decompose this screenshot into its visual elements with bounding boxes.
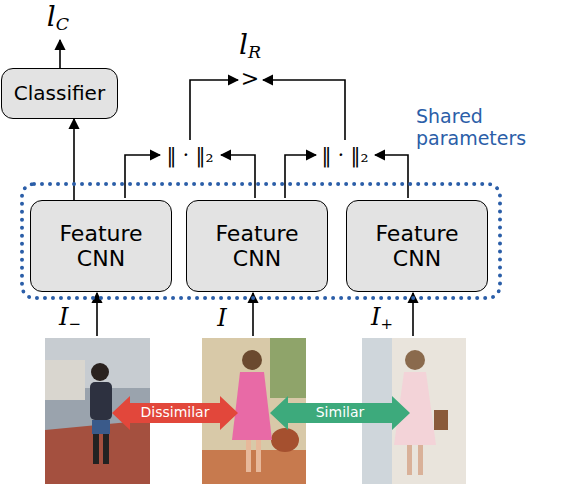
- feature-cnn-box: Feature CNN: [30, 200, 172, 292]
- box-label: Feature CNN: [31, 221, 171, 272]
- comparison-symbol: >: [241, 67, 259, 91]
- ranking-wire: [263, 80, 345, 140]
- box-label: Classifier: [8, 82, 111, 105]
- arrow-label: Dissimilar: [141, 405, 210, 420]
- subscript: C: [56, 14, 69, 34]
- connector-arrow: [73, 119, 75, 200]
- subscript: −: [69, 315, 81, 333]
- box-label: Feature CNN: [347, 221, 487, 272]
- feature-wire: [221, 155, 255, 198]
- shared-group: Shared parametersFeature CNNFeature CNNF…: [20, 182, 502, 300]
- similar-arrow: [270, 396, 410, 430]
- feature-cnn-box: Feature CNN: [346, 200, 488, 292]
- input-label: I+: [371, 304, 393, 332]
- arrow-label: Similar: [316, 405, 365, 420]
- output-arrow: [59, 40, 61, 68]
- subscript: +: [381, 315, 393, 333]
- dissimilar-arrow: [112, 396, 238, 430]
- loss-label: lC: [47, 2, 69, 34]
- group-heading: Shared parameters: [416, 106, 562, 150]
- ranking-wire: [190, 80, 238, 140]
- feature-wire: [285, 155, 316, 198]
- norm-symbol: ‖ · ‖₂: [166, 144, 213, 166]
- loss-label: lR: [239, 30, 261, 62]
- classifier-box: Classifier: [1, 68, 118, 119]
- input-label: I−: [59, 304, 81, 332]
- feature-wire: [375, 155, 408, 198]
- input-label: I: [217, 305, 226, 331]
- box-label: Feature CNN: [187, 221, 327, 272]
- feature-cnn-box: Feature CNN: [186, 200, 328, 292]
- subscript: R: [248, 42, 261, 62]
- feature-wire: [125, 155, 160, 198]
- norm-symbol: ‖ · ‖₂: [321, 144, 368, 166]
